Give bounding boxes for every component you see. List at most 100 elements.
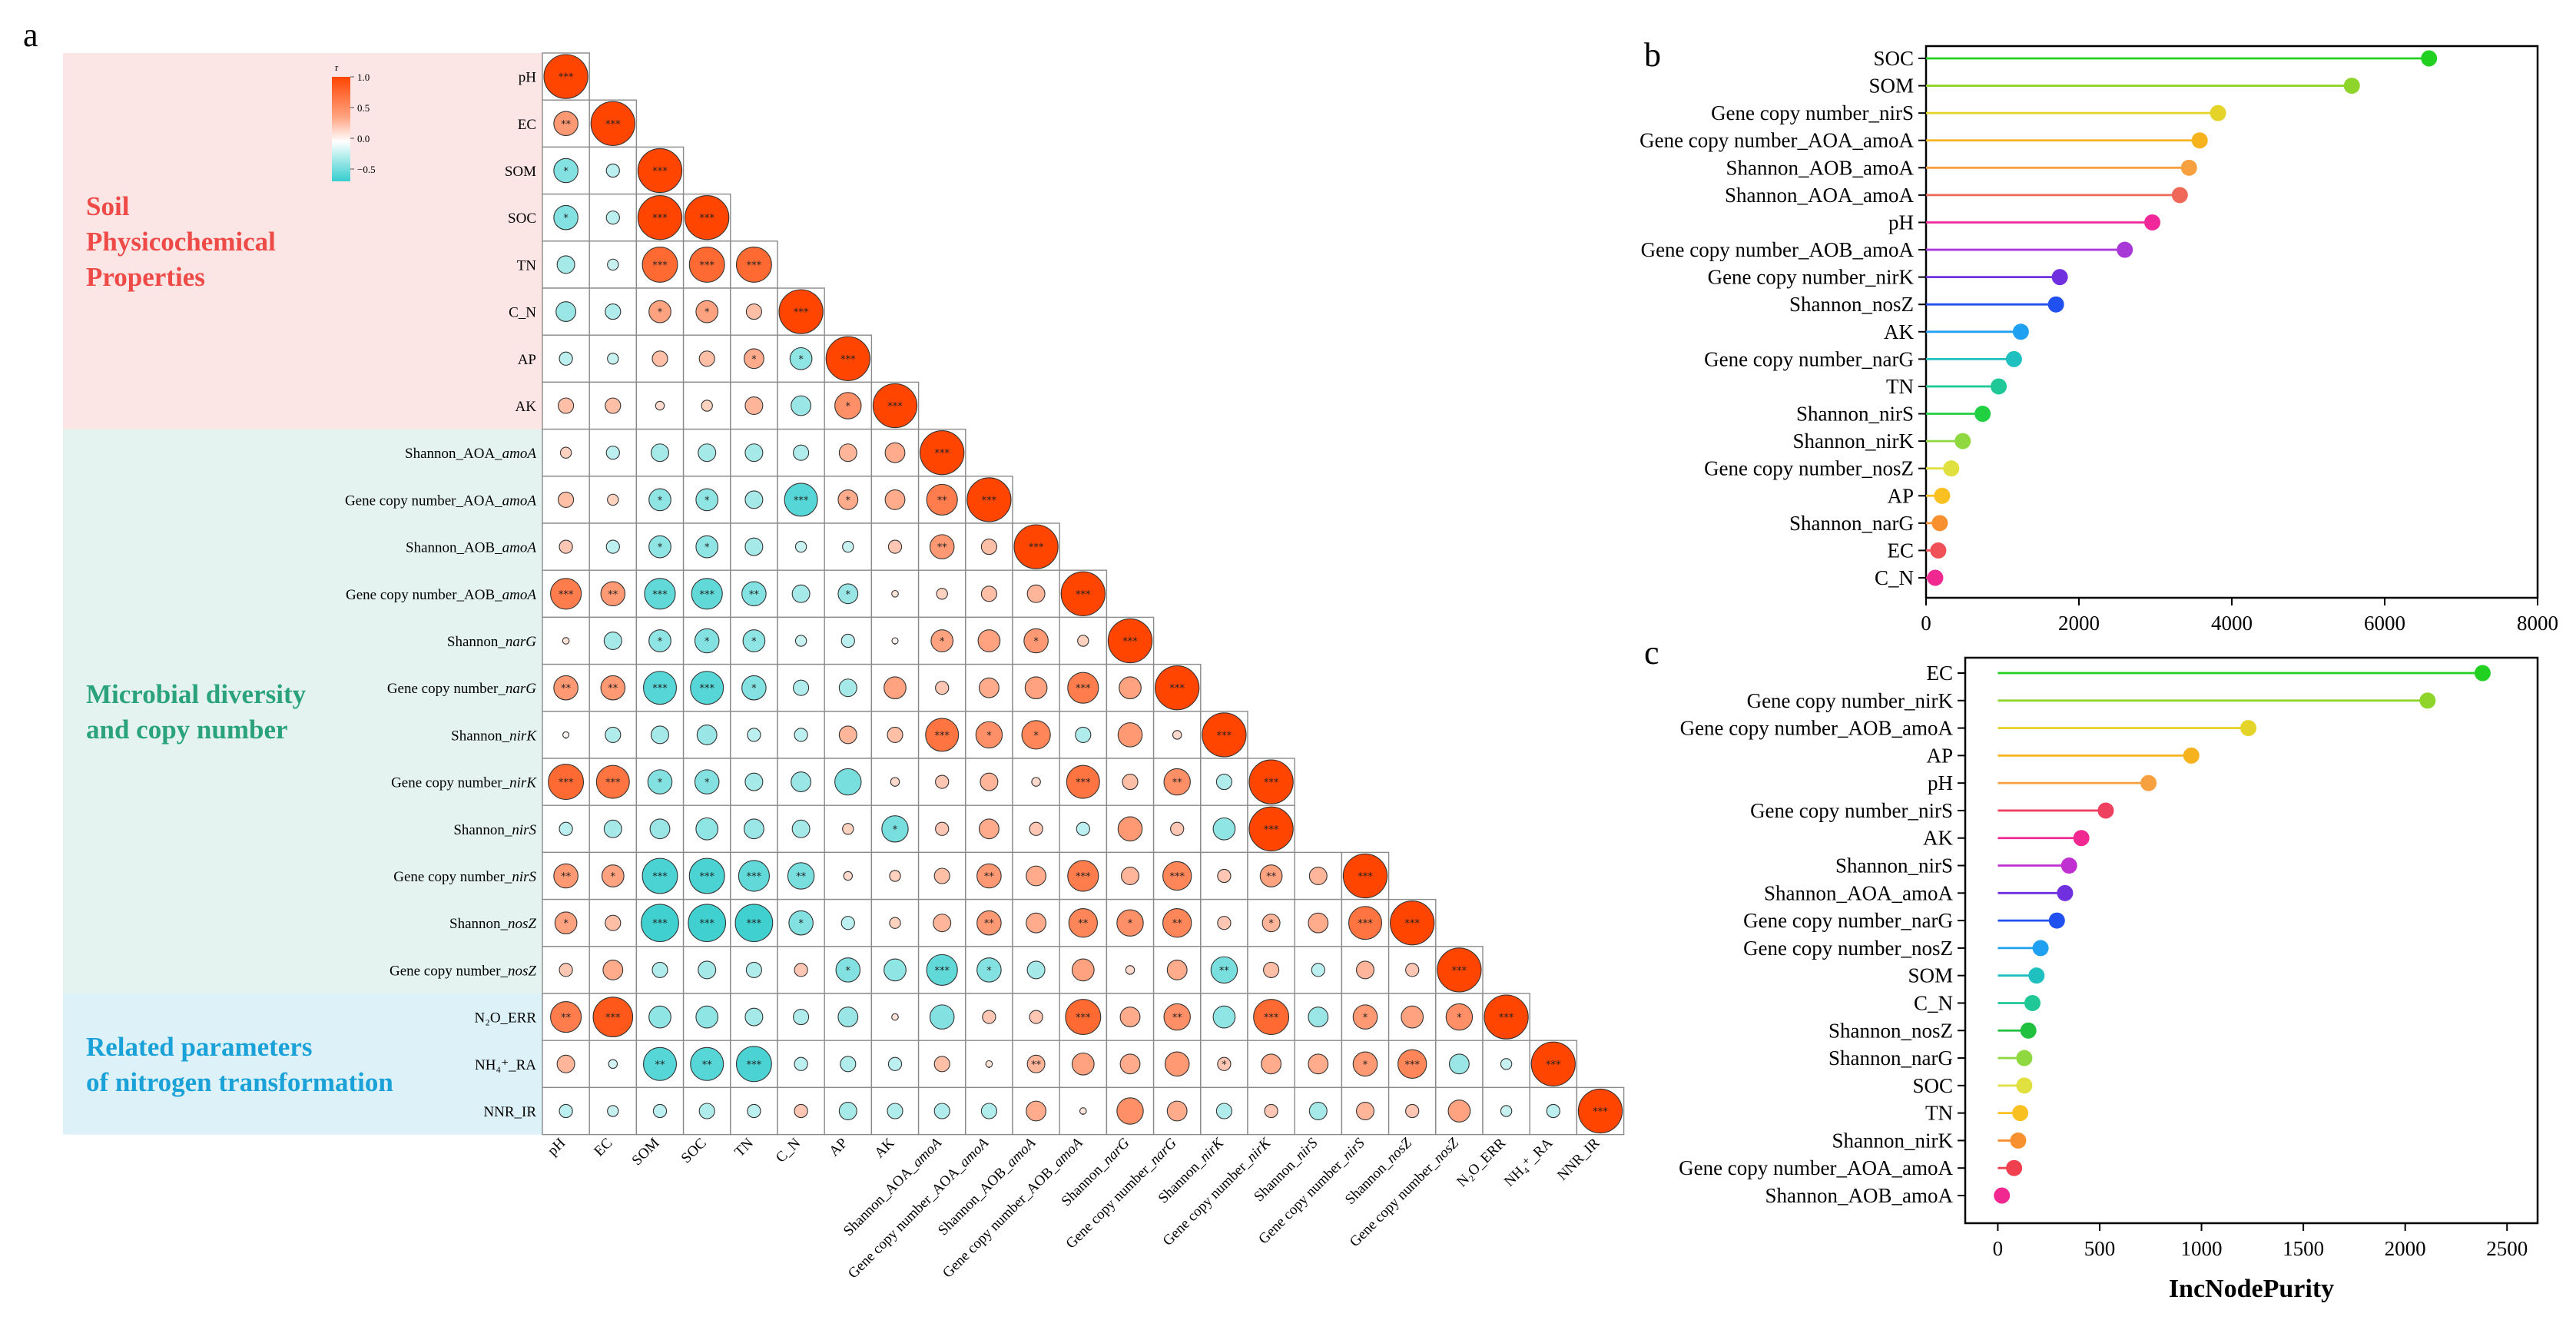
correlation-circle (607, 1105, 619, 1117)
correlation-circle (825, 336, 870, 381)
correlation-circle (980, 539, 997, 556)
correlation-circle (595, 765, 630, 799)
correlation-circle (1405, 1103, 1420, 1119)
correlation-circle (655, 400, 665, 411)
significance-mark: ** (608, 589, 618, 601)
group-title: Properties (86, 262, 205, 292)
lollipop-point (2210, 104, 2226, 121)
category-label: AK (1884, 320, 1914, 343)
correlation-circle (793, 1009, 810, 1026)
column-label: C_N (773, 1135, 804, 1166)
lollipop-point (2060, 857, 2077, 874)
correlation-circle (935, 821, 950, 836)
correlation-circle (698, 350, 715, 367)
row-label: SOC (508, 211, 536, 227)
lollipop-point (2047, 296, 2064, 313)
correlation-circle (1530, 1041, 1576, 1086)
category-label: C_N (1875, 566, 1914, 589)
correlation-circle (691, 578, 723, 610)
significance-mark: * (705, 542, 710, 554)
category-label: Gene copy number_narG (1704, 347, 1914, 370)
significance-mark: * (846, 495, 851, 506)
significance-mark: *** (559, 589, 574, 601)
significance-mark: ** (1172, 918, 1183, 930)
row-label: Shannon_nirK (451, 728, 537, 744)
correlation-circle (890, 777, 900, 787)
correlation-circle (1164, 1051, 1190, 1077)
x-tick-label: 0 (1921, 612, 1931, 635)
category-label: Shannon_AOA_amoA (1725, 184, 1914, 207)
correlation-circle (556, 255, 575, 274)
significance-mark: * (563, 918, 569, 930)
significance-mark: *** (1217, 730, 1232, 741)
correlation-circle (975, 721, 1003, 749)
correlation-circle (690, 671, 724, 705)
correlation-circle (935, 681, 950, 695)
row-label: Shannon_AOB_amoA (406, 540, 536, 556)
correlation-circle (1248, 806, 1294, 851)
category-label: TN (1886, 375, 1914, 398)
correlation-circle (1119, 1053, 1141, 1075)
category-label: Shannon_nosZ (1789, 293, 1914, 316)
significance-mark: *** (747, 871, 762, 883)
significance-mark: * (751, 636, 757, 648)
column-label: TN (731, 1135, 757, 1160)
correlation-circle (1248, 759, 1294, 804)
correlation-circle (735, 246, 772, 283)
significance-mark: *** (1404, 918, 1420, 930)
lollipop-point (1931, 515, 1948, 532)
correlation-circle (747, 1103, 761, 1119)
significance-mark: ** (1078, 918, 1089, 930)
correlation-circle (592, 997, 634, 1037)
significance-mark: *** (699, 260, 714, 271)
correlation-circle (698, 443, 717, 463)
significance-mark: *** (1029, 542, 1044, 554)
significance-mark: *** (652, 166, 668, 177)
correlation-circle (553, 158, 579, 184)
lollipop-point (2097, 802, 2114, 819)
legend-tick: −0.5 (357, 164, 376, 175)
group-band (63, 429, 542, 993)
correlation-circle (1026, 912, 1047, 934)
plot-frame (1964, 656, 2539, 1225)
correlation-circle (694, 769, 720, 794)
correlation-circle (651, 443, 669, 463)
significance-mark: * (1033, 730, 1039, 741)
correlation-circle (1116, 1097, 1144, 1125)
lollipop-point (2051, 269, 2068, 286)
correlation-circle (1067, 672, 1099, 704)
correlation-circle (743, 348, 764, 370)
significance-mark: *** (794, 495, 809, 506)
correlation-circle (1065, 999, 1102, 1036)
significance-mark: *** (1076, 589, 1091, 601)
category-label: Gene copy number_nirS (1750, 799, 1953, 822)
correlation-circle (926, 483, 958, 516)
correlation-circle (794, 635, 807, 647)
correlation-circle (1079, 1107, 1087, 1115)
legend-colorbar (332, 77, 350, 181)
correlation-circle (1026, 865, 1047, 887)
significance-mark: ** (561, 119, 572, 131)
category-label: Shannon_AOB_amoA (1726, 156, 1915, 179)
significance-mark: ** (937, 495, 948, 506)
correlation-circle (695, 535, 719, 559)
significance-mark: * (798, 918, 804, 930)
lollipop-point (2117, 241, 2133, 258)
lollipop-point (2010, 1132, 2027, 1149)
correlation-circle (933, 914, 952, 933)
correlation-circle (559, 821, 573, 836)
significance-mark: * (751, 354, 757, 366)
panel-label-b: b (1644, 36, 1661, 74)
significance-mark: *** (1452, 965, 1467, 977)
correlation-circle (742, 629, 766, 652)
correlation-circle (1024, 676, 1048, 700)
category-label: Gene copy number_nosZ (1743, 937, 1953, 960)
lollipop-point (2005, 350, 2022, 367)
matrix-cell (1059, 804, 1108, 854)
correlation-circle (649, 818, 671, 840)
x-axis-title: IncNodePurity (2169, 1275, 2334, 1303)
correlation-circle (607, 353, 619, 365)
significance-mark: *** (652, 589, 668, 601)
row-label: Gene copy number_nirK (391, 775, 537, 791)
